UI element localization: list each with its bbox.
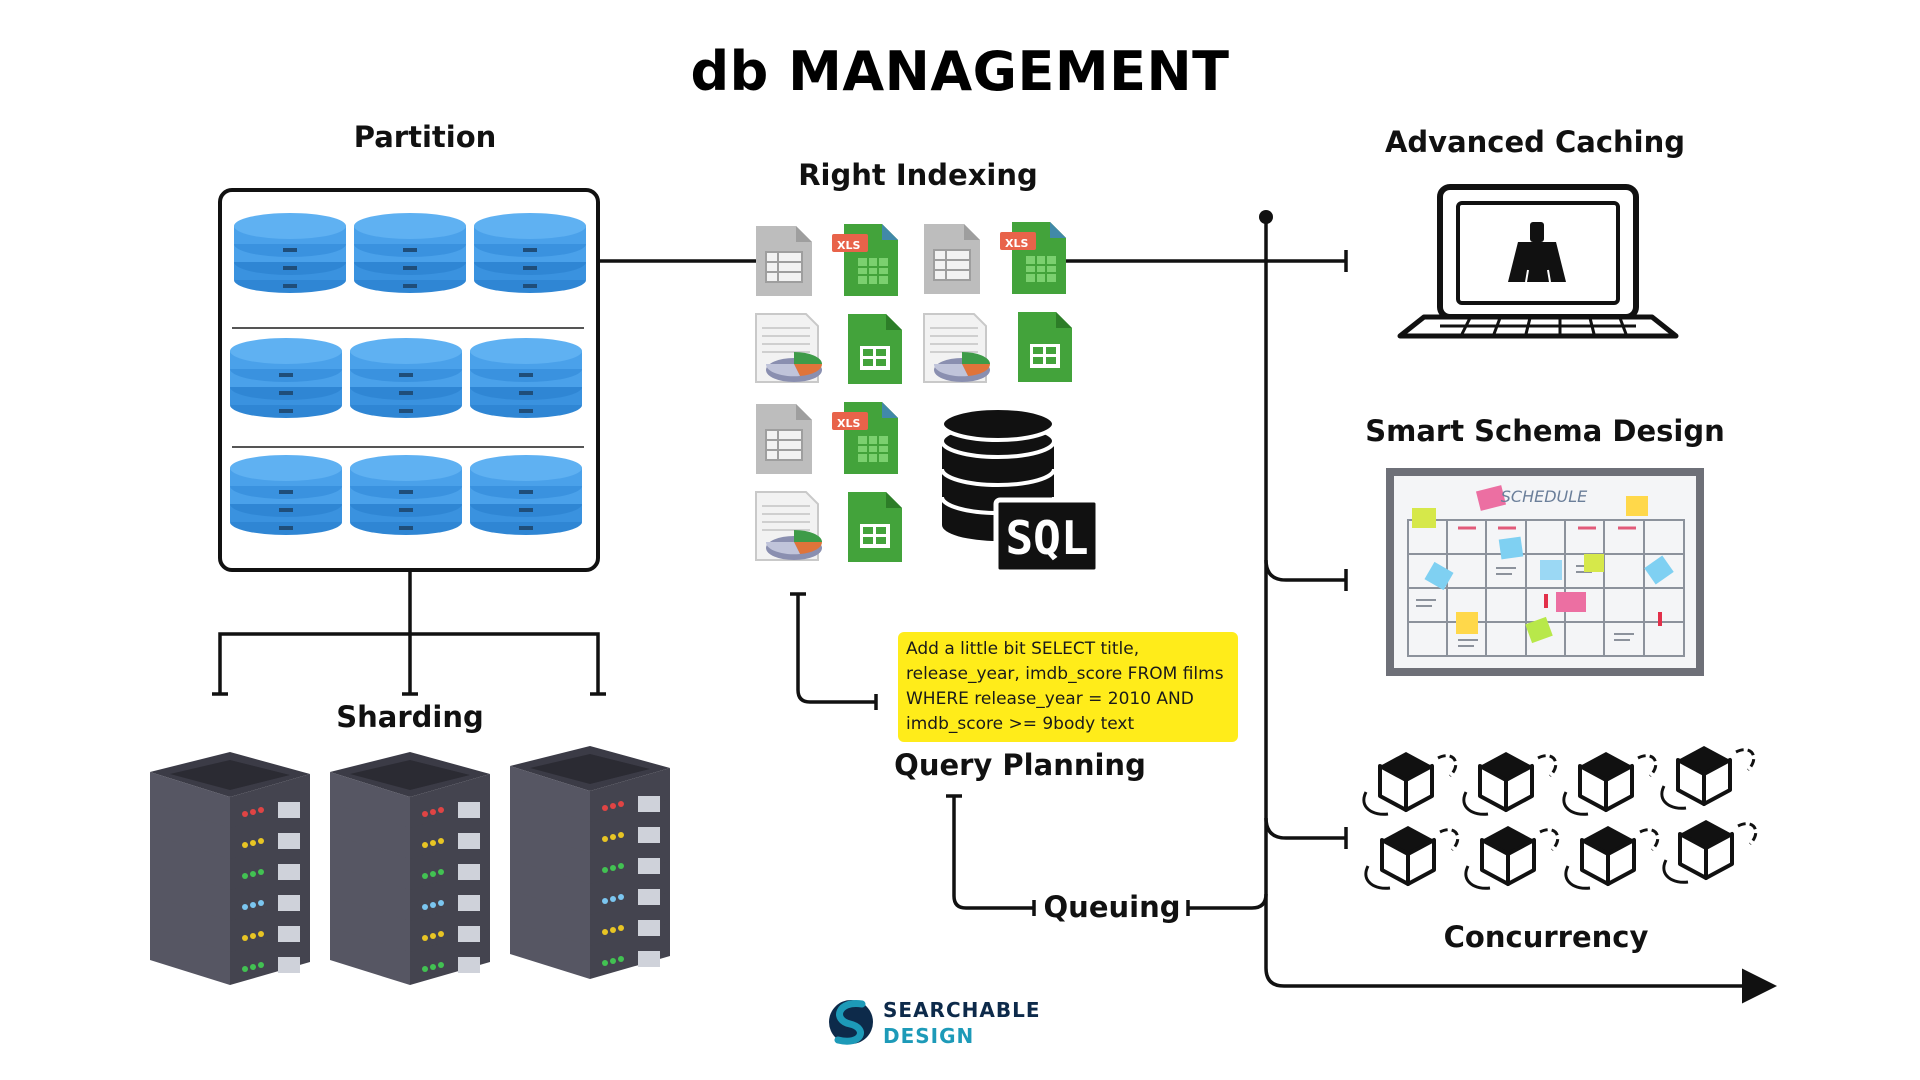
sharding-label: Sharding: [336, 700, 484, 734]
connector-lines: [212, 218, 1777, 1004]
query-line: imdb_score >= 9body text: [906, 714, 1135, 734]
xls-badge: XLS: [837, 239, 860, 252]
query-planning-label: Query Planning: [894, 748, 1146, 782]
brand-line-2: DESIGN: [883, 1024, 975, 1048]
query-note: Add a little bit SELECT title, release_y…: [898, 632, 1238, 742]
sql-database-icon: [940, 406, 1101, 575]
advanced-caching-label: Advanced Caching: [1384, 125, 1686, 159]
query-line: Add a little bit SELECT title,: [906, 639, 1140, 659]
brand-wordmark: SEARCHABLE DESIGN: [830, 993, 1080, 1053]
schedule-board-icon: [1386, 468, 1704, 676]
xls-badge: XLS: [837, 417, 860, 430]
database-disk-icon: [230, 213, 586, 535]
server-rack-icon: [150, 746, 670, 985]
searchable-design-logo-icon: [829, 1000, 873, 1045]
laptop-broom-icon: [1397, 184, 1679, 339]
partition-label: Partition: [353, 120, 497, 154]
query-line: WHERE release_year = 2010 AND: [906, 689, 1194, 709]
junction-dot: [1259, 210, 1273, 224]
page-title: db MANAGEMENT: [690, 40, 1230, 103]
right-indexing-label: Right Indexing: [798, 158, 1038, 192]
smart-schema-design-label: Smart Schema Design: [1365, 414, 1725, 448]
query-line: release_year, imdb_score FROM films: [906, 664, 1224, 684]
xls-badge: XLS: [1005, 237, 1028, 250]
concurrency-label: Concurrency: [1443, 920, 1649, 954]
sql-badge: SQL: [1005, 511, 1088, 565]
concurrency-cubes-icon: [1361, 744, 1758, 891]
schedule-header: SCHEDULE: [1501, 487, 1588, 506]
queuing-label: Queuing: [1043, 890, 1181, 924]
brand-line-1: SEARCHABLE: [883, 998, 1041, 1022]
